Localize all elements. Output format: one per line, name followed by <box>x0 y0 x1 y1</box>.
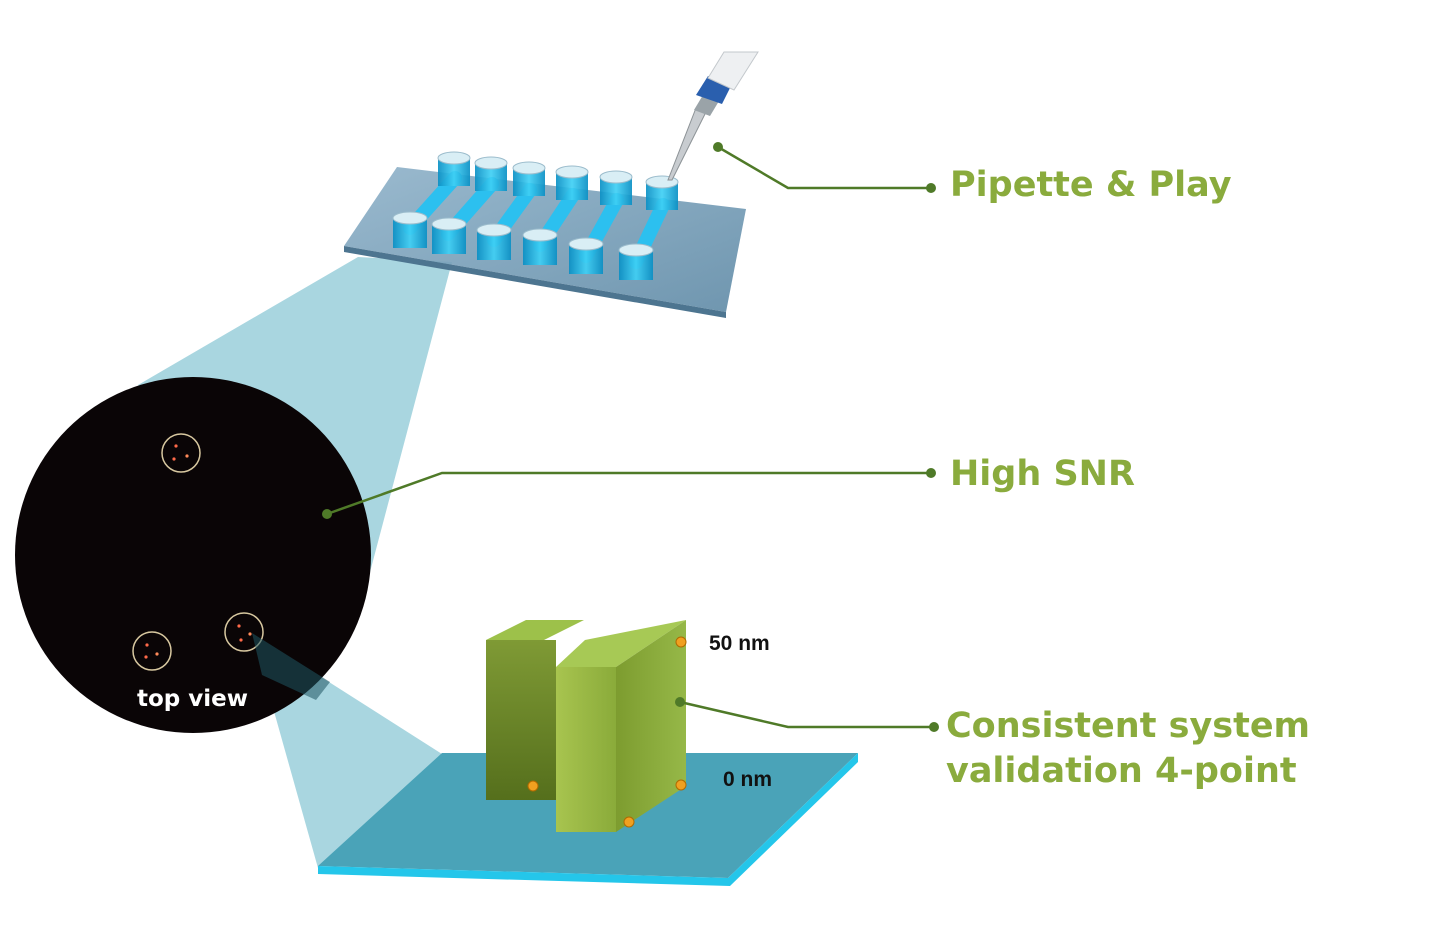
block-back-top <box>486 620 584 640</box>
chip-edge <box>344 246 726 318</box>
leader-dots <box>322 142 939 732</box>
pipette-play-label: Pipette & Play <box>950 165 1232 205</box>
system-validation-label-line1: Consistent system <box>946 706 1311 746</box>
nanostructure-block <box>486 620 687 832</box>
block-back-face <box>486 640 556 800</box>
top-view-label: top view <box>137 686 248 712</box>
top-view-panel <box>15 377 371 733</box>
zoom-cone-overlap <box>252 633 330 700</box>
system-validation-label-line2: validation 4-point <box>946 751 1297 791</box>
top-view-circle <box>15 377 371 733</box>
leader-lines <box>326 145 934 729</box>
calibration-point <box>623 816 635 828</box>
leader-line-pipette <box>717 145 931 190</box>
block-side-face <box>616 620 686 832</box>
block-front-top <box>556 620 686 667</box>
calibration-point <box>527 780 539 792</box>
high-snr-label: High SNR <box>950 454 1135 494</box>
microfluidic-chip <box>344 151 746 318</box>
calibration-point <box>675 636 687 648</box>
well-row-front <box>392 211 654 280</box>
pipette-body <box>707 51 759 91</box>
substrate-edge <box>318 753 858 886</box>
height-label-top: 50 nm <box>709 632 770 655</box>
leader-line-validation <box>679 700 934 729</box>
height-label-bottom: 0 nm <box>723 768 773 791</box>
particle-cluster <box>132 631 172 671</box>
block-front-face <box>556 667 616 832</box>
pipette-tip <box>667 107 707 181</box>
particle-cluster <box>224 612 264 652</box>
calibration-point <box>675 779 687 791</box>
pipette-icon <box>667 51 759 181</box>
system-validation-label: Consistent system validation 4-point <box>946 704 1310 794</box>
well-row-back <box>437 151 679 210</box>
leader-line-snr <box>326 471 931 516</box>
particle-cluster <box>161 433 201 473</box>
